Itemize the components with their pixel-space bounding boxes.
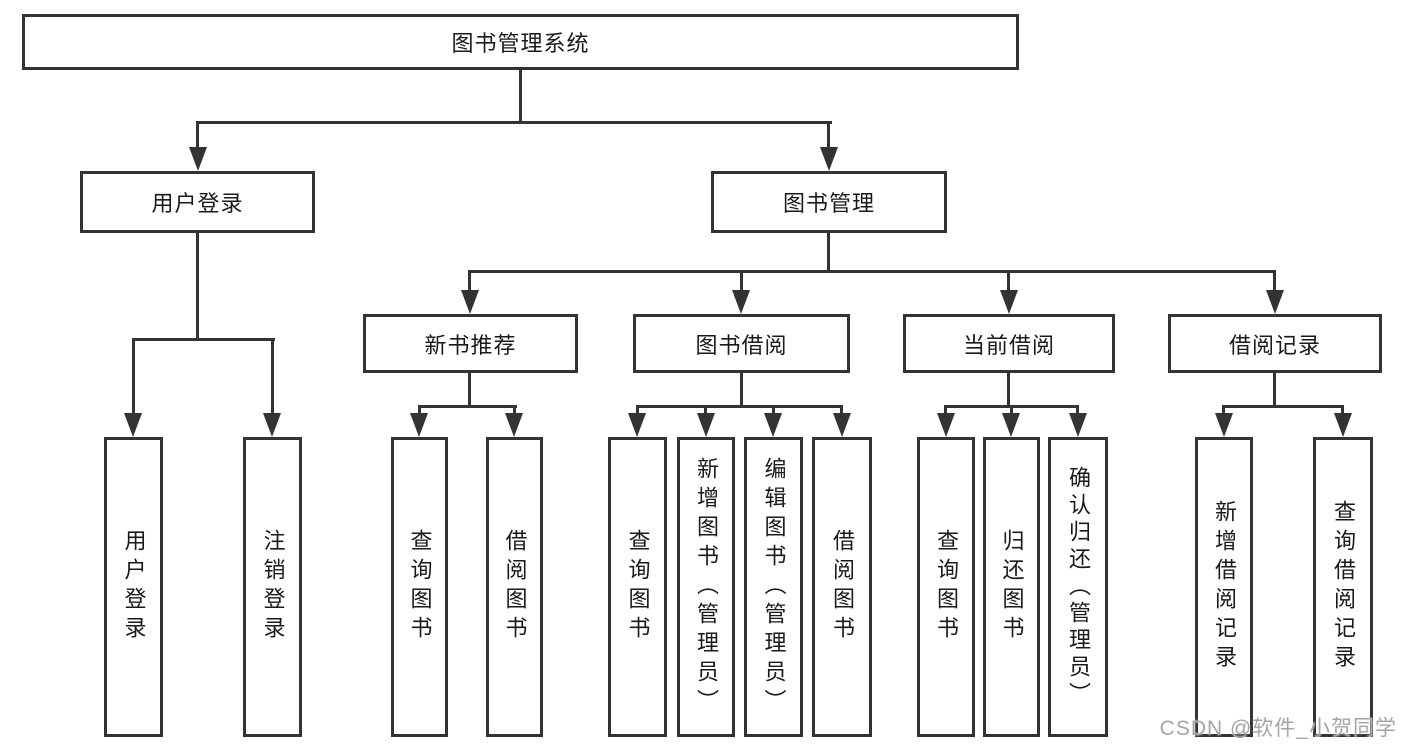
csdn-watermark: CSDN @软件_小贺同学 <box>1159 717 1397 740</box>
leaf-bb-add-books-label: 新增图书（管理员） <box>694 456 719 718</box>
connector-br-splitter <box>1222 405 1344 408</box>
connector-rec-trunk <box>468 373 471 408</box>
arrowhead-rec-1 <box>410 413 428 437</box>
node-new-book-rec: 新书推荐 <box>363 314 578 373</box>
connector-bm-shaft-4 <box>1273 270 1276 293</box>
leaf-br-query-record-label: 查询借阅记录 <box>1331 500 1356 674</box>
connector-bm-shaft-2 <box>740 270 743 293</box>
connector-bb-shaft-4 <box>840 405 843 415</box>
arrowhead-rec-2 <box>505 413 523 437</box>
leaf-cb-return-books: 归还图书 <box>983 437 1040 737</box>
arrowhead-bm-3 <box>1000 290 1018 314</box>
connector-bb-splitter <box>636 405 843 408</box>
node-user-login: 用户登录 <box>80 171 315 233</box>
connector-rec-shaft-1 <box>418 405 421 415</box>
leaf-rec-query-books-label: 查询图书 <box>407 529 433 645</box>
arrowhead-bb-3 <box>764 413 782 437</box>
connector-bb-shaft-3 <box>772 405 775 415</box>
leaf-br-add-record-label: 新增借阅记录 <box>1212 500 1237 674</box>
arrowhead-br-2 <box>1334 413 1352 437</box>
leaf-br-query-record: 查询借阅记录 <box>1313 437 1373 737</box>
leaf-bb-borrow-books: 借阅图书 <box>812 437 872 737</box>
arrowhead-cb-1 <box>937 413 955 437</box>
connector-book-mgmt-shaft <box>827 121 830 151</box>
leaf-cb-confirm-return: 确认归还（管理员） <box>1048 437 1108 737</box>
connector-cb-trunk <box>1007 373 1010 408</box>
connector-ul-shaft-1 <box>132 338 135 415</box>
leaf-bb-query-books-label: 查询图书 <box>625 529 651 645</box>
leaf-cb-confirm-return-label: 确认归还（管理员） <box>1066 465 1091 709</box>
connector-bm-splitter <box>468 270 1276 273</box>
node-borrow-records-label: 借阅记录 <box>1228 332 1321 358</box>
arrowhead-ul-2 <box>263 413 281 437</box>
arrowhead-br-1 <box>1215 413 1233 437</box>
leaf-logout-label: 注销登录 <box>260 529 286 645</box>
leaf-bb-borrow-books-label: 借阅图书 <box>830 529 855 645</box>
leaf-logout: 注销登录 <box>243 437 302 737</box>
connector-ul-trunk <box>196 233 199 341</box>
node-book-mgmt-label: 图书管理 <box>782 191 875 216</box>
connector-br-shaft-2 <box>1341 405 1344 415</box>
connector-cb-shaft-1 <box>944 405 947 415</box>
leaf-rec-query-books: 查询图书 <box>391 437 448 737</box>
connector-bb-shaft-2 <box>704 405 707 415</box>
leaf-bb-add-books: 新增图书（管理员） <box>677 437 735 737</box>
connector-rec-shaft-2 <box>513 405 516 415</box>
node-root: 图书管理系统 <box>22 14 1019 70</box>
leaf-rec-borrow-books-label: 借阅图书 <box>502 529 528 645</box>
connector-root-splitter <box>196 121 832 124</box>
connector-bb-trunk <box>740 373 743 408</box>
leaf-cb-return-books-label: 归还图书 <box>999 529 1025 645</box>
connector-br-trunk <box>1273 373 1276 408</box>
leaf-cb-query-books-label: 查询图书 <box>934 529 959 645</box>
connector-bb-shaft-1 <box>636 405 639 415</box>
arrowhead-book-mgmt <box>820 147 838 171</box>
node-borrow-records: 借阅记录 <box>1168 314 1382 373</box>
node-book-borrow: 图书借阅 <box>633 314 850 373</box>
connector-user-login-shaft <box>196 121 199 151</box>
arrowhead-cb-3 <box>1069 413 1087 437</box>
connector-rec-splitter <box>418 405 517 408</box>
connector-ul-shaft-2 <box>271 338 274 415</box>
connector-br-shaft-1 <box>1222 405 1225 415</box>
leaf-bb-query-books: 查询图书 <box>608 437 667 737</box>
node-book-borrow-label: 图书借阅 <box>695 332 788 358</box>
leaf-cb-query-books: 查询图书 <box>917 437 975 737</box>
node-current-borrow-label: 当前借阅 <box>962 332 1055 358</box>
leaf-bb-edit-books: 编辑图书（管理员） <box>744 437 803 737</box>
arrowhead-bb-2 <box>697 413 715 437</box>
node-new-book-rec-label: 新书推荐 <box>424 332 517 358</box>
leaf-user-login-label: 用户登录 <box>121 529 147 645</box>
arrowhead-ul-1 <box>124 413 142 437</box>
arrowhead-bm-2 <box>732 290 750 314</box>
node-book-mgmt: 图书管理 <box>711 171 947 233</box>
connector-cb-shaft-2 <box>1010 405 1013 415</box>
connector-ul-splitter <box>132 338 275 341</box>
connector-bm-shaft-3 <box>1007 270 1010 293</box>
leaf-bb-edit-books-label: 编辑图书（管理员） <box>761 456 787 718</box>
leaf-user-login: 用户登录 <box>104 437 163 737</box>
arrowhead-cb-2 <box>1002 413 1020 437</box>
arrowhead-user-login <box>189 147 207 171</box>
leaf-br-add-record: 新增借阅记录 <box>1195 437 1253 737</box>
connector-cb-shaft-3 <box>1076 405 1079 415</box>
arrowhead-bm-1 <box>461 290 479 314</box>
arrowhead-bb-1 <box>628 413 646 437</box>
connector-bm-trunk <box>827 233 830 273</box>
arrowhead-bb-4 <box>833 413 851 437</box>
connector-root-trunk <box>519 68 522 124</box>
node-root-label: 图书管理系统 <box>451 31 590 56</box>
leaf-rec-borrow-books: 借阅图书 <box>486 437 543 737</box>
arrowhead-bm-4 <box>1266 290 1284 314</box>
connector-bm-shaft-1 <box>468 270 471 293</box>
node-user-login-label: 用户登录 <box>151 191 244 216</box>
node-current-borrow: 当前借阅 <box>903 314 1115 373</box>
